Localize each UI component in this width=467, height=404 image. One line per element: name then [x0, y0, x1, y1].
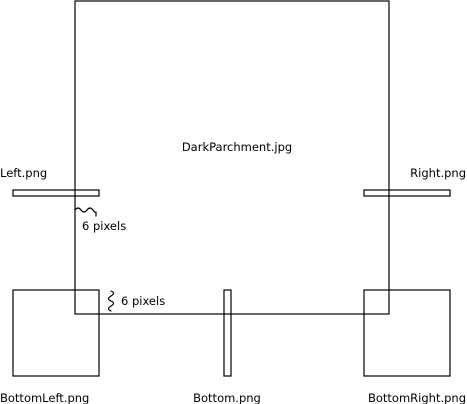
left-label: Left.png — [0, 166, 47, 180]
dark-parchment-frame — [74, 0, 390, 315]
bottom-label: Bottom.png — [193, 391, 261, 404]
left-piece — [12, 189, 100, 197]
side-offset-label: 6 pixels — [82, 219, 126, 233]
bottom-left-piece — [12, 289, 100, 377]
bottom-offset-label: 6 pixels — [121, 294, 165, 308]
bottom-right-piece — [363, 289, 451, 377]
right-label: Right.png — [410, 166, 466, 180]
dark-parchment-label: DarkParchment.jpg — [182, 140, 292, 154]
right-piece — [363, 189, 451, 197]
bottom-right-label: BottomRight.png — [368, 391, 466, 404]
bottom-offset-brace — [107, 290, 115, 312]
bottom-left-label: BottomLeft.png — [0, 391, 89, 404]
bottom-piece — [223, 289, 232, 377]
side-offset-brace — [74, 207, 97, 217]
